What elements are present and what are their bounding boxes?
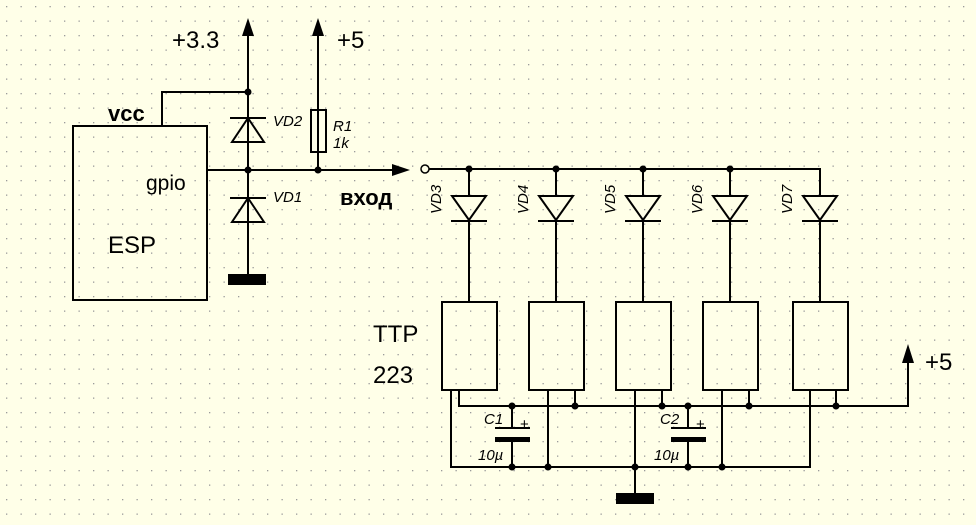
diode-vd2-label: VD2 xyxy=(273,113,303,130)
junction-dot xyxy=(552,165,560,173)
diode-vd6-label: VD6 xyxy=(689,184,706,214)
rail-5v-right-label: +5 xyxy=(925,349,952,376)
input-label: вход xyxy=(340,185,392,210)
junction-dot xyxy=(684,402,692,410)
capacitor-c2 xyxy=(671,406,706,467)
ground-symbol-bottom xyxy=(616,493,654,504)
diode-vd1 xyxy=(230,196,266,223)
channel-5: VD7 xyxy=(779,169,849,391)
rail-3v3-label: +3.3 xyxy=(172,27,219,54)
capacitor-c2-value: 10µ xyxy=(654,447,679,464)
esp-gpio-label: gpio xyxy=(146,172,186,195)
capacitor-c1-plus: + xyxy=(520,416,529,433)
rail-arrow-5v-top xyxy=(312,18,324,36)
ground-symbol-left xyxy=(228,274,266,285)
channel-2: VD4 xyxy=(515,165,585,391)
diode-vd4-label: VD4 xyxy=(515,185,532,214)
input-arrow xyxy=(392,164,410,176)
ttp223-module-5 xyxy=(792,301,849,391)
esp-name-label: ESP xyxy=(108,232,156,259)
junction-dot xyxy=(639,165,647,173)
capacitor-c2-plus: + xyxy=(696,416,705,433)
capacitor-c1-ref: C1 xyxy=(484,411,503,428)
junction-dot xyxy=(571,402,579,410)
resistor-r1-value: 1k xyxy=(333,135,350,152)
junction-dot xyxy=(745,402,753,410)
ttp223-module-1 xyxy=(441,301,498,391)
capacitor-c1 xyxy=(495,406,530,467)
esp-vcc-label: vcc xyxy=(108,101,145,126)
junction-dot xyxy=(508,402,516,410)
ttp223-module-3 xyxy=(615,301,672,391)
channel-4: VD6 xyxy=(689,165,759,391)
junction-dot xyxy=(465,165,473,173)
junction-dot xyxy=(832,402,840,410)
resistor-r1-ref: R1 xyxy=(333,118,352,135)
diode-vd3-label: VD3 xyxy=(428,184,445,214)
diode-vd5-label: VD5 xyxy=(602,184,619,214)
junction-dot xyxy=(684,463,692,471)
channel-3: VD5 xyxy=(602,165,672,391)
module-label-line2: 223 xyxy=(373,362,413,389)
rail-5v-top-label: +5 xyxy=(337,27,364,54)
module-label-line1: TTP xyxy=(373,321,418,348)
junction-dots xyxy=(508,402,840,471)
junction-dot xyxy=(658,402,666,410)
channel-1: VD3 xyxy=(428,165,498,391)
junction-dot xyxy=(631,463,639,471)
diode-vd1-label: VD1 xyxy=(273,189,302,206)
junction-dot xyxy=(718,463,726,471)
ttp223-module-4 xyxy=(702,301,759,391)
junction-dot xyxy=(508,463,516,471)
diode-vd2 xyxy=(230,116,266,143)
rail-arrow-3v3 xyxy=(242,18,254,36)
diode-vd7-label: VD7 xyxy=(779,184,796,214)
resistor-r1 xyxy=(310,109,327,153)
rail-arrow-5v-right xyxy=(902,344,914,363)
capacitor-c1-value: 10µ xyxy=(478,447,503,464)
capacitor-c2-ref: C2 xyxy=(660,411,680,428)
esp-module: vcc gpio ESP xyxy=(72,101,208,301)
module-wiring xyxy=(450,344,914,504)
ttp223-module-2 xyxy=(528,301,585,391)
junction-dot xyxy=(726,165,734,173)
junction-dot xyxy=(544,463,552,471)
supply-wiring xyxy=(161,18,410,285)
